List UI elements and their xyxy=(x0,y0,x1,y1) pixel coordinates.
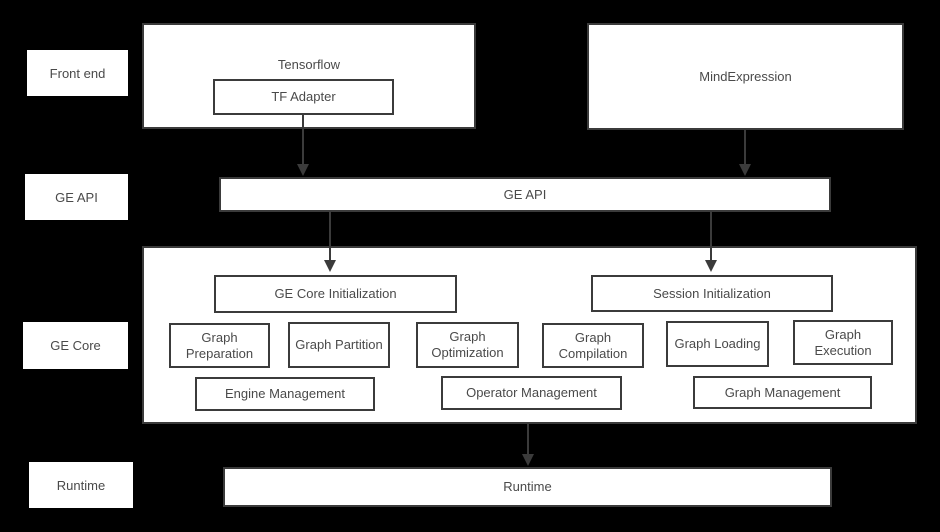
engine-management-label: Engine Management xyxy=(225,386,345,401)
graph-optimization-label: Graph Optimization xyxy=(431,329,504,360)
box-graph-preparation: Graph Preparation xyxy=(169,323,270,368)
row-label-ge-core: GE Core xyxy=(23,322,128,369)
arrow-tf-adapter-to-ge-api xyxy=(297,115,309,176)
arrow-ge-api-to-ge-core-init xyxy=(324,212,336,272)
box-engine-management: Engine Management xyxy=(195,377,375,411)
tensorflow-box: Tensorflow TF Adapter xyxy=(142,23,476,129)
box-graph-compilation: Graph Compilation xyxy=(542,323,644,368)
row-label-runtime-text: Runtime xyxy=(56,477,106,493)
arrow-mindexpression-to-ge-api xyxy=(739,130,751,176)
runtime-bar: Runtime xyxy=(223,467,832,507)
graph-partition-label: Graph Partition xyxy=(295,337,383,352)
ge-api-label: GE API xyxy=(503,186,547,202)
box-session-initialization: Session Initialization xyxy=(591,275,833,312)
tf-adapter-label: TF Adapter xyxy=(271,89,336,104)
row-label-runtime: Runtime xyxy=(29,462,133,508)
box-graph-partition: Graph Partition xyxy=(288,322,390,368)
graph-loading-label: Graph Loading xyxy=(674,336,761,351)
arrow-ge-core-to-runtime xyxy=(522,424,534,466)
operator-management-label: Operator Management xyxy=(466,385,597,400)
row-label-ge-core-text: GE Core xyxy=(50,338,101,353)
box-operator-management: Operator Management xyxy=(441,376,622,410)
graph-compilation-label: Graph Compilation xyxy=(558,329,628,361)
graph-preparation-label: Graph Preparation xyxy=(185,329,254,361)
graph-management-label: Graph Management xyxy=(724,384,841,400)
tensorflow-label: Tensorflow xyxy=(277,57,341,72)
arrow-ge-api-to-session-init xyxy=(705,212,717,272)
tf-adapter-box: TF Adapter xyxy=(213,79,394,115)
session-initialization-label: Session Initialization xyxy=(653,285,771,301)
box-graph-management: Graph Management xyxy=(693,376,872,409)
ge-core-initialization-label: GE Core Initialization xyxy=(274,286,397,301)
ge-core-box: GE Core Initialization Session Initializ… xyxy=(142,246,917,424)
box-graph-optimization: Graph Optimization xyxy=(416,322,519,368)
box-graph-loading: Graph Loading xyxy=(666,321,769,367)
mindexpression-box: MindExpression xyxy=(587,23,904,130)
runtime-label: Runtime xyxy=(503,479,552,494)
row-label-ge-api-text: GE API xyxy=(55,189,98,205)
mindexpression-label: MindExpression xyxy=(699,68,792,84)
row-label-front-end-text: Front end xyxy=(49,65,106,81)
box-ge-core-initialization: GE Core Initialization xyxy=(214,275,457,313)
box-graph-execution: Graph Execution xyxy=(793,320,893,365)
ge-api-bar: GE API xyxy=(219,177,831,212)
row-label-ge-api: GE API xyxy=(25,174,128,220)
row-label-front-end: Front end xyxy=(27,50,128,96)
graph-execution-label: Graph Execution xyxy=(814,326,872,358)
